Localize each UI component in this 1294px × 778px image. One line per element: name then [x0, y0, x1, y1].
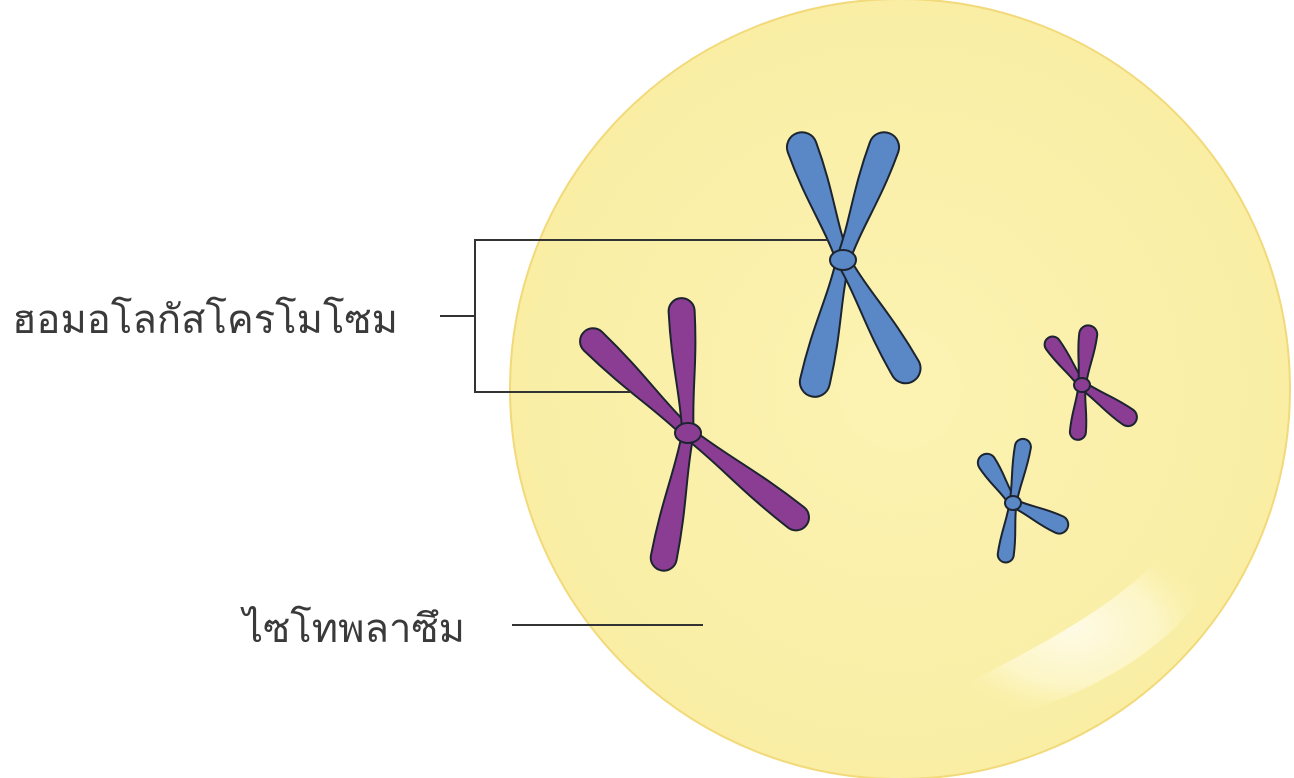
- homologous-chromosome-label: ฮอมอโลกัสโครโมโซม: [12, 297, 398, 343]
- cytoplasm-label: ไซโทพลาซึม: [240, 606, 465, 652]
- centromere: [830, 250, 856, 270]
- centromere: [1074, 378, 1090, 392]
- centromere: [1005, 496, 1021, 510]
- centromere: [675, 423, 701, 443]
